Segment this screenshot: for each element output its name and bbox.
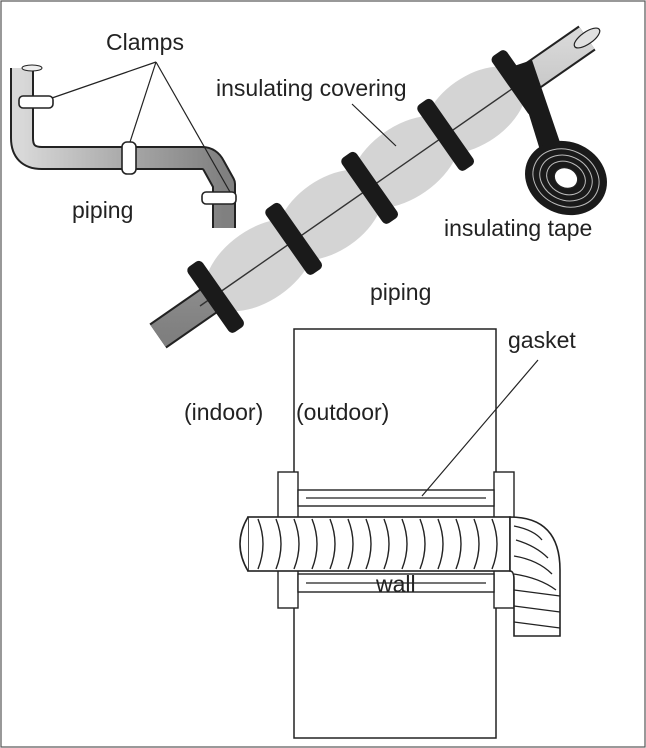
label-indoor: (indoor) (184, 399, 263, 425)
wall-section (239, 328, 561, 739)
tape-band-3 (341, 151, 398, 224)
insulated-pipe (149, 25, 607, 349)
gasket-leader (421, 359, 539, 497)
diagonal-pipe-end (573, 27, 601, 49)
clamp-leader-1 (51, 61, 157, 99)
tape-band-2 (265, 202, 322, 275)
clamped-pipe (10, 61, 237, 228)
insulating-tape-roll (525, 140, 607, 216)
corrugated-pipe (239, 516, 561, 637)
label-piping-center: piping (370, 279, 431, 305)
label-clamps: Clamps (106, 29, 184, 55)
covering-leader (351, 103, 397, 147)
clamp-leader-2 (129, 61, 157, 143)
label-piping-left: piping (72, 197, 133, 223)
label-wall: wall (375, 571, 416, 597)
tape-band-1 (187, 260, 244, 333)
label-gasket: gasket (508, 327, 576, 353)
label-outdoor: (outdoor) (296, 399, 389, 425)
clamp-lower (201, 191, 237, 205)
label-insulating-tape: insulating tape (444, 215, 592, 241)
tape-band-4 (417, 98, 474, 171)
clamp-horizontal (121, 141, 137, 175)
clamp-leader-3 (155, 61, 231, 193)
bent-pipe-body (12, 68, 234, 228)
pipe-top-opening (21, 64, 43, 72)
label-insulating-covering: insulating covering (216, 75, 407, 101)
clamp-vertical (18, 95, 54, 109)
